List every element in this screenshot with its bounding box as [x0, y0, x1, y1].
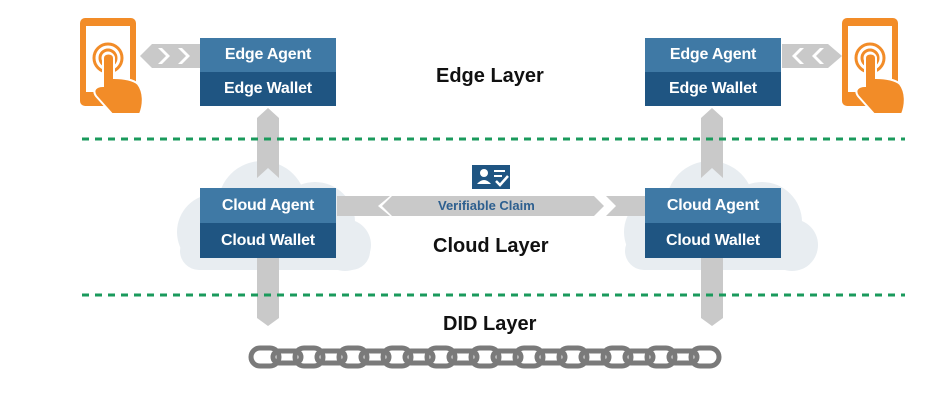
- chain-link: [666, 348, 700, 366]
- right-cloud-agent-box: Cloud Agent: [645, 188, 781, 223]
- id-card-check-icon: [472, 165, 510, 189]
- chain-link: [336, 345, 370, 369]
- left-edge-agent-box: Edge Agent: [200, 38, 336, 72]
- chain-link: [424, 345, 458, 369]
- chain-link: [578, 348, 612, 366]
- chain-link: [270, 348, 304, 366]
- right-cloud-wallet-box: Cloud Wallet: [645, 223, 781, 258]
- left-cloud-wallet-box: Cloud Wallet: [200, 223, 336, 258]
- verifiable-claim-label: Verifiable Claim: [438, 198, 535, 213]
- right-phone-connector: [782, 44, 842, 68]
- chain-link: [600, 345, 634, 369]
- left-cloud-agent-box: Cloud Agent: [200, 188, 336, 223]
- chain-link: [292, 345, 326, 369]
- chain-link: [556, 345, 590, 369]
- chain-link: [512, 345, 546, 369]
- chain-link: [248, 345, 282, 369]
- edge-layer-label: Edge Layer: [436, 65, 544, 87]
- right-vertical-connector: [701, 108, 723, 326]
- left-phone-touch-icon: [80, 18, 144, 115]
- left-vertical-connector: [257, 108, 279, 326]
- chain-link: [490, 348, 524, 366]
- chain-link: [358, 348, 392, 366]
- blockchain-chain-icon: [248, 345, 722, 369]
- chain-link: [380, 345, 414, 369]
- chain-link: [314, 348, 348, 366]
- chain-link: [688, 345, 722, 369]
- chain-link: [446, 348, 480, 366]
- left-edge-wallet-box: Edge Wallet: [200, 72, 336, 106]
- left-phone-connector: [140, 44, 200, 68]
- right-edge-agent-box: Edge Agent: [645, 38, 781, 72]
- verifiable-claim-connector: [337, 196, 646, 216]
- chain-link: [468, 345, 502, 369]
- chain-link: [402, 348, 436, 366]
- right-edge-wallet-box: Edge Wallet: [645, 72, 781, 106]
- right-phone-touch-icon: [842, 18, 906, 115]
- chain-link: [534, 348, 568, 366]
- chain-link: [622, 348, 656, 366]
- cloud-layer-label: Cloud Layer: [433, 235, 549, 257]
- did-layer-label: DID Layer: [443, 313, 537, 335]
- chain-link: [644, 345, 678, 369]
